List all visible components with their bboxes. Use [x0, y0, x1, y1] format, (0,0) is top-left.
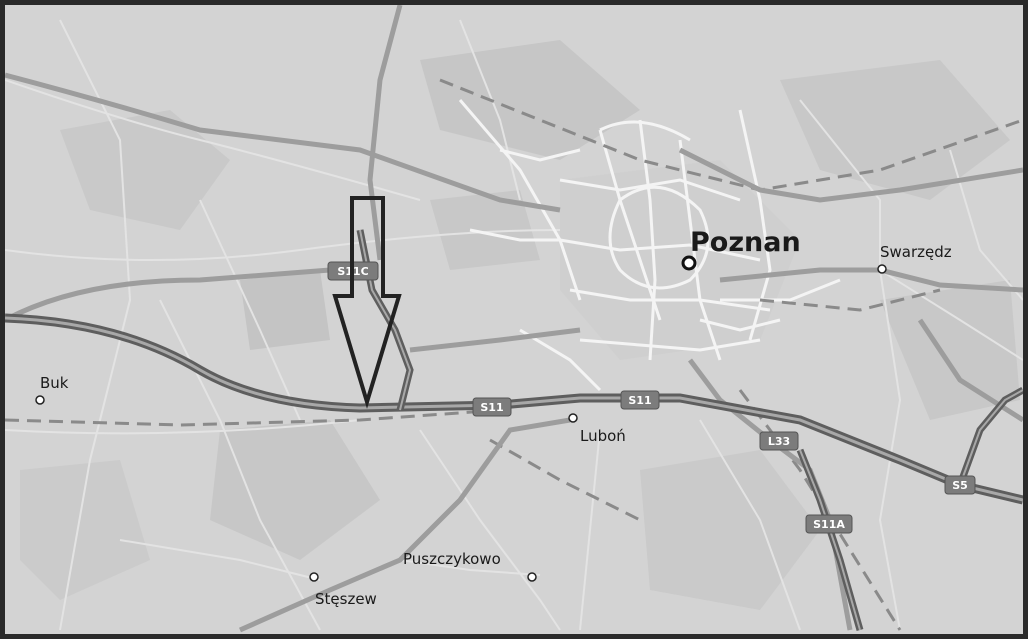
poznan-marker-icon: [681, 255, 697, 271]
city-steszew[interactable]: Stęszew: [309, 572, 377, 608]
city-label-poznan: Poznan: [690, 227, 801, 258]
road-shield-s11-east-label: S11: [628, 394, 651, 407]
road-shield-s11a-label: S11A: [813, 518, 845, 531]
city-label-steszew: Stęszew: [315, 590, 377, 608]
road-shield-s5-label: S5: [952, 479, 968, 492]
road-shield-s11-west[interactable]: S11: [472, 397, 512, 417]
buk-marker-icon: [35, 395, 45, 405]
city-label-swarzedz: Swarzędz: [880, 243, 952, 261]
railways: [5, 78, 1023, 631]
road-shield-s11-west-label: S11: [480, 401, 503, 414]
road-shield-s5[interactable]: S5: [944, 475, 976, 495]
city-label-buk: Buk: [40, 374, 69, 392]
puszczykowo-marker-icon: [527, 572, 537, 582]
city-label-lubon: Luboń: [580, 427, 626, 445]
location-arrow-marker: [332, 196, 402, 409]
road-shield-s11a[interactable]: S11A: [805, 514, 853, 534]
swarzedz-marker-icon: [877, 264, 887, 274]
city-label-puszczykowo: Puszczykowo: [403, 550, 501, 568]
city-buk[interactable]: Buk: [35, 374, 69, 405]
road-shield-s11-east[interactable]: S11: [620, 390, 660, 410]
steszew-marker-icon: [309, 572, 319, 582]
road-shield-l33-label: L33: [768, 435, 790, 448]
terrain-layer: [5, 5, 1023, 634]
city-poznan[interactable]: Poznan: [681, 227, 801, 271]
city-swarzedz[interactable]: Swarzędz: [877, 243, 952, 274]
minor-roads: [5, 19, 1023, 631]
city-puszczykowo[interactable]: Puszczykowo: [403, 550, 537, 582]
map-canvas[interactable]: S11C S11 S11 L33 S11A S5 Poznan Swarzędz…: [5, 5, 1023, 634]
lubon-marker-icon: [568, 413, 578, 423]
road-shield-l33[interactable]: L33: [759, 431, 799, 451]
city-lubon[interactable]: Luboń: [568, 413, 626, 445]
